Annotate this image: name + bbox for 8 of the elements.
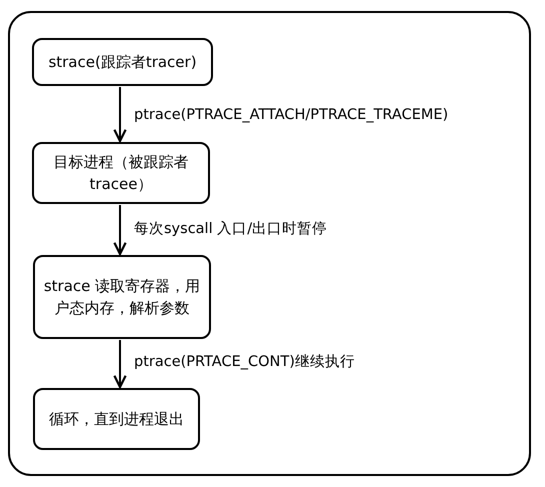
process-box: strace 读取寄存器，用户态内存，解析参数 (33, 255, 211, 339)
process-box: strace(跟踪者tracer) (32, 38, 213, 86)
edge-label: ptrace(PRTACE_CONT)继续执行 (132, 352, 357, 371)
arrow (113, 205, 127, 256)
arrow (113, 87, 127, 142)
arrow (113, 340, 127, 388)
process-box: 循环，直到进程退出 (33, 388, 200, 450)
process-box: 目标进程（被跟踪者tracee） (32, 142, 210, 204)
